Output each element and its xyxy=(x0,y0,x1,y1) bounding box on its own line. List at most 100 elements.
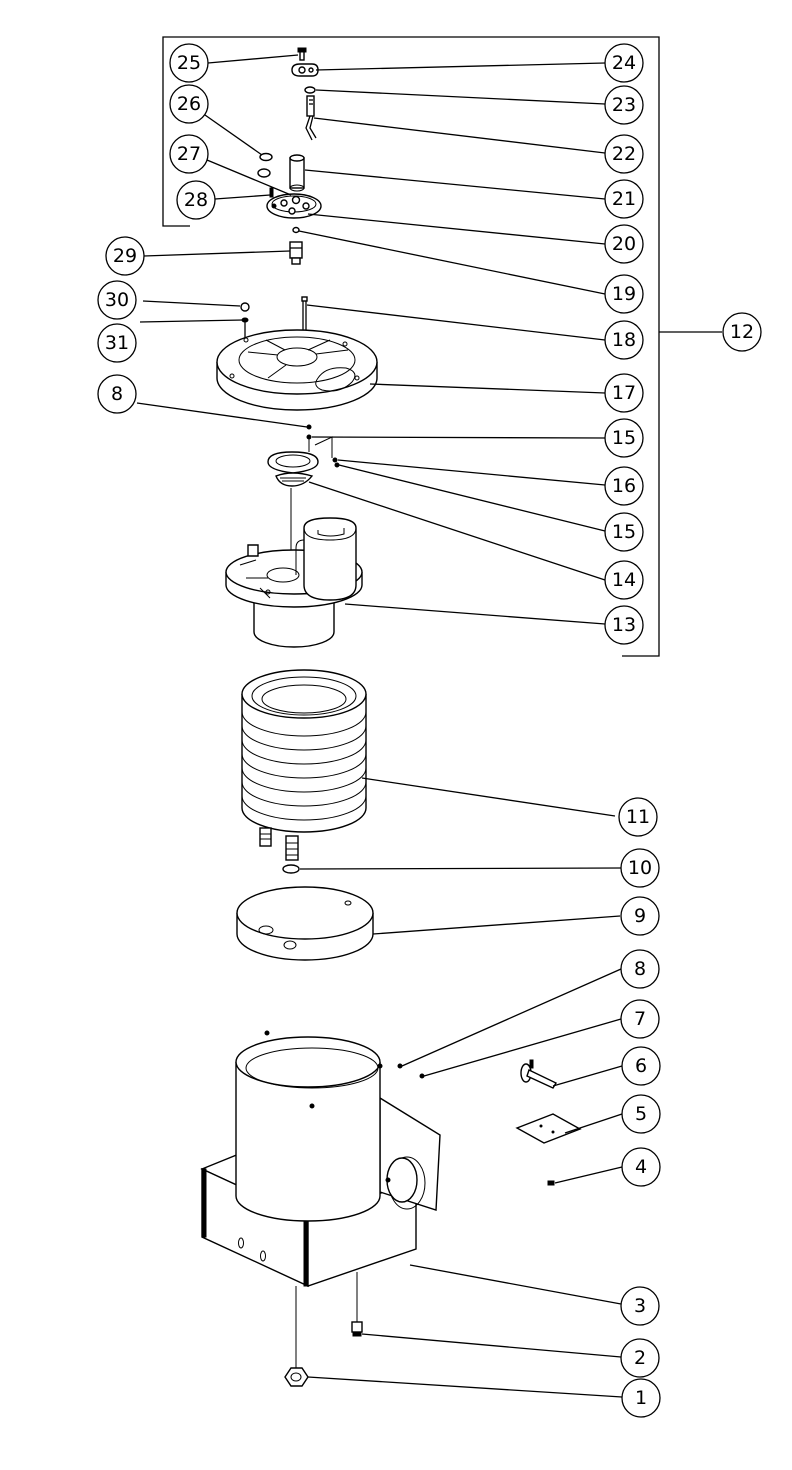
assembly-12-bracket xyxy=(162,36,722,657)
callout-9: 9 xyxy=(620,896,660,936)
callout-14-label: 14 xyxy=(612,569,636,591)
callout-6: 6 xyxy=(621,1046,661,1086)
part-5-plate xyxy=(515,1113,582,1144)
callout-7-label: 7 xyxy=(634,1008,646,1030)
part-23-washer xyxy=(304,86,316,94)
part-8-upper-screw xyxy=(306,424,312,430)
callout-15-lower-label: 15 xyxy=(612,521,636,543)
callout-25: 25 xyxy=(169,43,209,83)
callout-30-label: 30 xyxy=(105,289,129,311)
part-10-o-ring xyxy=(282,864,300,874)
callout-29: 29 xyxy=(105,236,145,276)
callout-15-lower: 15 xyxy=(604,512,644,552)
callout-17-label: 17 xyxy=(612,382,636,404)
part-9-cover-disk xyxy=(236,886,374,961)
part-25-screw xyxy=(297,47,307,61)
callout-1: 1 xyxy=(621,1378,661,1418)
part-11-heat-exchanger-coil xyxy=(241,669,367,861)
callout-23-label: 23 xyxy=(612,94,636,116)
callout-24: 24 xyxy=(604,43,644,83)
callout-5-label: 5 xyxy=(635,1103,647,1125)
callout-31-label: 31 xyxy=(105,332,129,354)
callout-8-lower-label: 8 xyxy=(634,958,646,980)
callout-30: 30 xyxy=(97,280,137,320)
part-21-tube xyxy=(289,154,305,192)
callout-27-label: 27 xyxy=(177,143,201,165)
part-1-nut xyxy=(284,1286,309,1387)
callout-5: 5 xyxy=(621,1094,661,1134)
callout-29-label: 29 xyxy=(113,245,137,267)
callout-18: 18 xyxy=(604,320,644,360)
callout-4-label: 4 xyxy=(635,1156,647,1178)
part-24-bracket xyxy=(291,63,319,77)
part-29-fitting xyxy=(289,241,303,265)
part-8-lower-screw xyxy=(397,1063,403,1069)
callout-10-label: 10 xyxy=(628,857,652,879)
callout-15-upper-label: 15 xyxy=(612,427,636,449)
callout-9-label: 9 xyxy=(634,905,646,927)
part-15-lower-washer xyxy=(334,462,340,468)
part-16-screw xyxy=(314,436,338,463)
callout-25-label: 25 xyxy=(177,52,201,74)
callout-23: 23 xyxy=(604,85,644,125)
part-13-burner-head xyxy=(225,517,363,648)
callout-19-label: 19 xyxy=(612,283,636,305)
part-14-gasket xyxy=(267,451,319,558)
callout-7: 7 xyxy=(620,999,660,1039)
callout-26: 26 xyxy=(169,84,209,124)
callout-24-label: 24 xyxy=(612,52,636,74)
callout-22: 22 xyxy=(604,134,644,174)
part-7-screw xyxy=(419,1073,425,1079)
callout-21: 21 xyxy=(604,179,644,219)
part-17-mounting-plate xyxy=(216,329,378,411)
callout-11: 11 xyxy=(618,797,658,837)
part-15-upper-washer xyxy=(306,434,312,452)
callout-4: 4 xyxy=(621,1147,661,1187)
part-4-screw xyxy=(547,1180,555,1186)
callout-12-label: 12 xyxy=(730,321,754,343)
callout-13: 13 xyxy=(604,605,644,645)
callout-2: 2 xyxy=(620,1338,660,1378)
callout-8-upper: 8 xyxy=(97,374,137,414)
part-2-foot xyxy=(351,1272,363,1337)
callout-16: 16 xyxy=(604,466,644,506)
callout-16-label: 16 xyxy=(612,475,636,497)
callout-20: 20 xyxy=(604,224,644,264)
callout-28-label: 28 xyxy=(184,189,208,211)
callout-20-label: 20 xyxy=(612,233,636,255)
callout-6-label: 6 xyxy=(635,1055,647,1077)
callout-8-lower: 8 xyxy=(620,949,660,989)
callout-22-label: 22 xyxy=(612,143,636,165)
callout-2-label: 2 xyxy=(634,1347,646,1369)
callout-31: 31 xyxy=(97,323,137,363)
part-6-sight-glass xyxy=(520,1059,557,1089)
part-28-pin xyxy=(269,187,274,198)
part-20-burner-plate xyxy=(266,193,322,219)
callout-14: 14 xyxy=(604,560,644,600)
part-30-nut xyxy=(240,302,250,312)
part-19-nozzle xyxy=(292,226,300,234)
callout-3: 3 xyxy=(620,1286,660,1326)
callout-10: 10 xyxy=(620,848,660,888)
callout-27: 27 xyxy=(169,134,209,174)
callout-13-label: 13 xyxy=(612,614,636,636)
callout-8-upper-label: 8 xyxy=(111,383,123,405)
callout-17: 17 xyxy=(604,373,644,413)
callout-21-label: 21 xyxy=(612,188,636,210)
leader-lines xyxy=(136,54,623,1398)
callout-1-label: 1 xyxy=(635,1387,647,1409)
callout-26-label: 26 xyxy=(177,93,201,115)
callout-3-label: 3 xyxy=(634,1295,646,1317)
part-22-electrode xyxy=(305,95,317,141)
part-housing-chamber xyxy=(235,1030,441,1222)
part-27-ring xyxy=(257,168,271,178)
callout-19: 19 xyxy=(604,274,644,314)
callout-28: 28 xyxy=(176,180,216,220)
part-31-washer xyxy=(241,317,249,338)
callout-11-label: 11 xyxy=(626,806,650,828)
callout-18-label: 18 xyxy=(612,329,636,351)
part-26-clip xyxy=(259,152,273,162)
callout-12: 12 xyxy=(722,312,762,352)
callout-15-upper: 15 xyxy=(604,418,644,458)
